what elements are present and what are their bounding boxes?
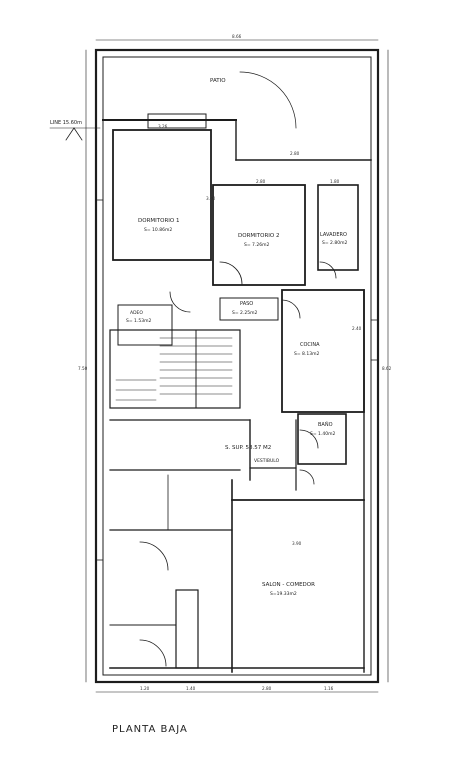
room-area-comedor: S=19.33m2: [270, 591, 297, 597]
dim-bottom-d: 1.16: [324, 686, 334, 691]
total-area-label: S. SUP. 58.57 M2: [225, 445, 271, 451]
dim-patio: 2.80: [290, 151, 300, 156]
room-area-adeo: S= 1.53m2: [126, 318, 151, 324]
wall-dormitorio-2: [212, 184, 306, 286]
room-area-dormitorio-1: S= 10.86m2: [144, 227, 172, 233]
dim-bottom-c: 2.80: [262, 686, 272, 691]
room-label-lavadero: LAVADERO: [320, 232, 347, 238]
dim-dormitorio-2: 2.80: [256, 179, 266, 184]
plan-caption: PLANTA BAJA: [112, 724, 188, 735]
room-area-paso: S= 2.25m2: [232, 310, 257, 316]
wall-lavadero: [317, 184, 359, 271]
door-arc: [281, 299, 301, 319]
wall-closet: [175, 589, 199, 669]
dim-lavadero: 1.80: [330, 179, 340, 184]
dim-vertical-2: 2.40: [352, 326, 362, 331]
level-marker-icon: [65, 127, 83, 141]
room-area-dormitorio-2: S= 7.26m2: [244, 242, 269, 248]
door-arc: [139, 639, 167, 667]
room-label-patio: PATIO: [210, 78, 226, 84]
room-label-bano: BAÑO: [318, 421, 333, 428]
dim-dormitorio-1: 3.26: [158, 124, 168, 129]
door-arc: [219, 261, 243, 285]
room-area-cocina: S= 8.13m2: [294, 351, 319, 357]
room-label-vestibulo: VESTIBULO: [254, 458, 280, 464]
dim-comedor: 3.90: [292, 541, 302, 546]
room-label-adeo: ADEO: [130, 310, 143, 316]
door-arc: [319, 261, 337, 279]
door-arc-patio: [239, 71, 297, 129]
room-area-lavadero: S= 2.80m2: [322, 240, 347, 246]
wall-dormitorio-1: [112, 129, 212, 261]
dim-bottom-a: 1.20: [140, 686, 150, 691]
room-label-comedor: SALON - COMEDOR: [262, 582, 315, 588]
dim-right: 8.62: [382, 366, 392, 371]
door-arc: [299, 469, 315, 485]
wall-cocina: [281, 289, 365, 413]
dim-left: 7.50: [78, 366, 88, 371]
wall-bano: [297, 413, 347, 465]
dim-top: 8.66: [232, 34, 242, 39]
inner-outer-wall: [102, 56, 372, 676]
door-arc: [139, 541, 169, 571]
outer-wall: [94, 48, 380, 684]
door-arc: [299, 429, 319, 449]
room-label-paso: PASO: [240, 301, 253, 307]
room-label-dormitorio-1: DORMITORIO 1: [138, 218, 179, 224]
level-label: LINE 15.60m: [50, 120, 82, 126]
dim-vertical-1: 3.00: [206, 196, 216, 201]
patio-planter: [147, 113, 207, 129]
wall-paso: [219, 297, 279, 321]
room-label-cocina: COCINA: [300, 342, 320, 348]
door-arc: [169, 291, 191, 313]
wall-adeo: [117, 304, 173, 346]
room-area-bano: S= 1.40m2: [310, 431, 335, 437]
room-label-dormitorio-2: DORMITORIO 2: [238, 233, 279, 239]
stair-region: [109, 329, 241, 409]
dim-bottom-b: 1.40: [186, 686, 196, 691]
